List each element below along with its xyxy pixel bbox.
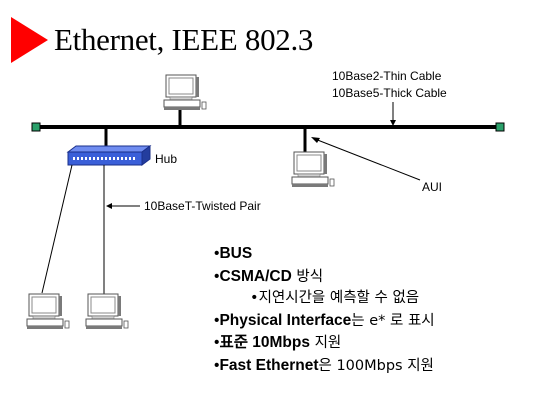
- computer-bottom-left-icon: [26, 293, 70, 330]
- right-terminator-icon: [495, 122, 505, 132]
- bullet-item: •CSMA/CD 방식: [214, 267, 324, 285]
- computer-top-icon: [163, 74, 207, 111]
- title-triangle-icon: [11, 17, 48, 63]
- hub-label: Hub: [155, 152, 178, 166]
- cable-labels: 10Base2-Thin Cable 10Base5-Thick Cable: [332, 68, 447, 102]
- cable-label-thick: 10Base5-Thick Cable: [332, 86, 447, 100]
- page-title: Ethernet, IEEE 802.3: [54, 22, 314, 57]
- twisted-pair-label: 10BaseT-Twisted Pair: [144, 199, 261, 213]
- twisted-pair-cable-left: [41, 164, 73, 294]
- computer-aui-icon: [291, 151, 335, 188]
- aui-pointer: [314, 138, 421, 181]
- left-terminator-icon: [31, 122, 41, 132]
- hub-icon: [66, 145, 152, 166]
- cable-label-thin: 10Base2-Thin Cable: [332, 69, 442, 83]
- bullet-item: •표준 10Mbps 지원: [214, 334, 342, 351]
- computer-bottom-right-icon: [85, 293, 129, 330]
- aui-label: AUI: [422, 180, 443, 194]
- bullet-item: •Physical Interface는 e* 로 표시: [214, 311, 435, 329]
- cable-pointer-arrowhead: [390, 120, 396, 126]
- bullet-item: •BUS: [214, 245, 253, 262]
- bullet-item: •Fast Ethernet은 100Mbps 지원: [214, 356, 434, 374]
- bullet-sub-item: •지연시간을 예측할 수 없음: [250, 290, 420, 306]
- aui-pointer-arrowhead: [311, 137, 320, 143]
- twisted-pair-arrowhead: [106, 203, 112, 209]
- bullet-list: •BUS •CSMA/CD 방식 •지연시간을 예측할 수 없음 •Physic…: [214, 243, 435, 377]
